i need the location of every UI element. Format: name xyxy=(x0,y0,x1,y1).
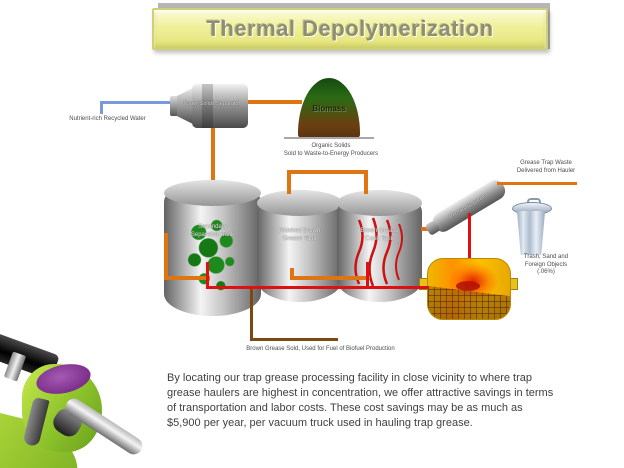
water-solids-separator-label: Water/Solids Separator xyxy=(183,101,241,107)
pipe-bridge-top xyxy=(287,170,368,174)
separator-body xyxy=(192,84,248,128)
tank-top-ellipse xyxy=(337,190,422,216)
finished-brown-grease-tank: Finished Brown Grease Tank xyxy=(257,190,342,302)
pipe-tank2-down xyxy=(290,268,294,280)
tank-top-ellipse xyxy=(257,190,342,216)
biomass-label: Biomass xyxy=(312,104,346,113)
water-solids-separator: Water/Solids Separator xyxy=(170,82,250,130)
organic-solids-label: Organic Solids Sold to Waste-to-Energy P… xyxy=(283,143,379,157)
grease-blobs xyxy=(178,210,247,296)
biomass-ground-line xyxy=(284,137,374,139)
brown-grease-cook-tank: Brown Grease Cook Tank xyxy=(337,190,422,302)
brown-grease-cook-tank-label: Brown Grease Cook Tank xyxy=(360,228,399,242)
pipe-bridge-right xyxy=(364,170,368,194)
separator-band xyxy=(202,84,213,128)
pipe-solids-to-biomass xyxy=(248,100,302,104)
pipe-brown-grease-horizontal xyxy=(250,338,338,341)
receiving-tank-label-blob xyxy=(456,281,480,291)
separator-cone xyxy=(177,88,193,124)
biomass-mound: Biomass xyxy=(298,78,360,138)
pipe-tank1-down xyxy=(206,262,209,289)
heat-waves-icon xyxy=(354,217,403,287)
fuel-nozzle-image xyxy=(0,325,160,468)
title-banner: Thermal Depolymerization xyxy=(152,8,548,50)
pipe-grease-trap-waste xyxy=(497,182,577,185)
separator-end-cap xyxy=(170,96,178,116)
trash-label: Trash, Sand and Foreign Objects (.06%) xyxy=(523,254,569,275)
brown-grease-sold-label: Brown Grease Sold, Used for Fuel of Biof… xyxy=(246,346,395,352)
body-paragraph: By locating our trap grease processing f… xyxy=(167,372,554,429)
pipe-recycled-water-vertical xyxy=(100,101,103,114)
pipe-tank3-down xyxy=(366,262,369,289)
pipe-tank2-to-tank3 xyxy=(290,276,370,280)
pipe-separator-to-receiving-tank xyxy=(468,213,471,261)
finished-brown-grease-tank-label: Finished Brown Grease Tank xyxy=(278,228,321,242)
grease-trap-waste-label: Grease Trap Waste Delivered from Hauler xyxy=(516,160,576,174)
pipe-tank1-left-horizontal xyxy=(164,276,210,280)
pipe-separator-to-tank1 xyxy=(211,128,215,182)
page-title: Thermal Depolymerization xyxy=(206,16,494,41)
secondary-separation-tank: Secondary Separation Tank xyxy=(164,180,261,316)
trash-can-icon xyxy=(516,211,546,255)
pipe-recycled-water-horizontal xyxy=(100,101,174,104)
secondary-separation-tank-label: Secondary Separation Tank xyxy=(190,224,235,238)
receiving-tank xyxy=(427,258,511,320)
recycled-water-label: Nutrient-rich Recycled Water xyxy=(69,116,146,122)
pipe-bridge-left xyxy=(287,170,291,194)
pipe-main-red-line xyxy=(206,286,429,289)
tank-top-ellipse xyxy=(164,180,261,206)
pipe-tank1-left-vertical xyxy=(164,233,168,279)
pipe-brown-grease-vertical xyxy=(250,289,253,340)
